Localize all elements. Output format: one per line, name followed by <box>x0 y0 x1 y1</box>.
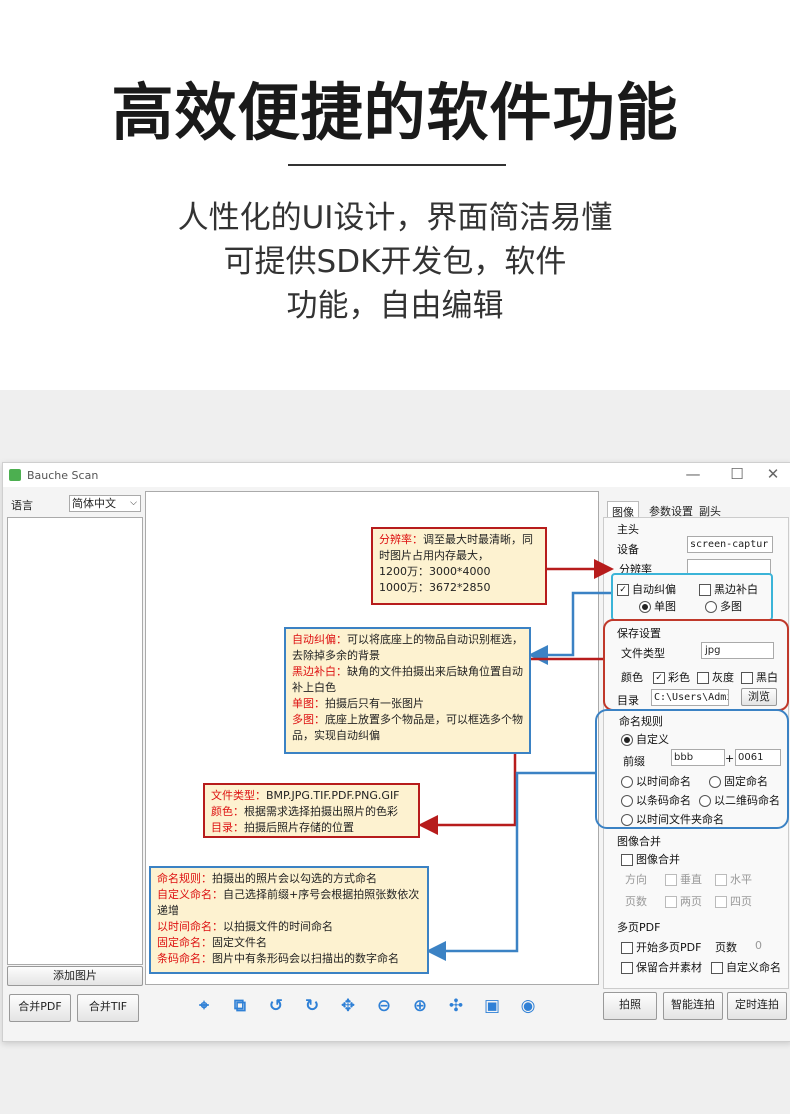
color-label: 颜色 <box>621 671 643 684</box>
thumbnail-list[interactable] <box>7 517 143 965</box>
file-type-label: 文件类型 <box>621 647 665 660</box>
custom-naming-radio[interactable]: 自定义 <box>621 731 669 747</box>
hero-line-2: 可提供SDK开发包，软件 <box>223 244 567 280</box>
dir-label: 目录 <box>617 694 639 707</box>
fit-icon[interactable]: ✥ <box>340 996 356 1016</box>
dir-input[interactable]: C:\Users\Admini <box>651 689 729 706</box>
qrcode-naming-radio[interactable]: 以二维码命名 <box>699 792 780 808</box>
multipdf-group-label: 多页PDF <box>617 921 661 934</box>
fixed-naming-radio[interactable]: 固定命名 <box>709 773 768 789</box>
timed-shoot-button[interactable]: 定时连拍 <box>727 992 787 1020</box>
two-pages-checkbox[interactable]: 两页 <box>665 893 702 909</box>
app-logo-icon <box>9 469 21 481</box>
device-label: 设备 <box>617 543 639 556</box>
title-bar: Bauche Scan — ☐ ✕ <box>3 463 790 487</box>
time-naming-radio[interactable]: 以时间命名 <box>621 773 691 789</box>
merge-checkbox[interactable]: 图像合并 <box>621 851 680 867</box>
color-option-bw[interactable]: 黑白 <box>741 669 778 685</box>
time-folder-naming-radio[interactable]: 以时间文件夹命名 <box>621 811 724 827</box>
page-count-label: 页数 <box>715 941 737 954</box>
naming-highlight <box>595 709 789 829</box>
shoot-button[interactable]: 拍照 <box>603 992 657 1020</box>
deskew-note: 自动纠偏：可以将底座上的物品自动识别框选，去除掉多余的背景 黑边补白：缺角的文件… <box>284 627 531 754</box>
merge-tif-button[interactable]: 合并TIF <box>77 994 139 1022</box>
zoom-in-icon[interactable]: ⊕ <box>412 996 428 1016</box>
file-type-value: jpg <box>705 645 721 656</box>
single-image-radio[interactable]: 单图 <box>639 598 676 614</box>
merge-pdf-button[interactable]: 合并PDF <box>9 994 71 1022</box>
crop-icon[interactable]: ⧉ <box>233 996 247 1016</box>
start-multipdf-checkbox[interactable]: 开始多页PDF <box>621 939 701 955</box>
barcode-naming-radio[interactable]: 以条码命名 <box>621 792 691 808</box>
color-option-gray[interactable]: 灰度 <box>697 669 734 685</box>
black-fill-checkbox[interactable]: 黑边补白 <box>699 581 758 597</box>
close-icon[interactable]: ✕ <box>766 465 780 483</box>
hero-title: 高效便捷的软件功能 <box>111 76 679 149</box>
prefix-label: 前缀 <box>623 755 645 768</box>
custom-naming-checkbox[interactable]: 自定义命名 <box>711 959 781 975</box>
language-value: 简体中文 <box>72 497 116 510</box>
horizontal-checkbox[interactable]: 水平 <box>715 871 752 887</box>
file-type-select[interactable]: jpg <box>701 642 774 659</box>
zoom-out-icon[interactable]: ⊖ <box>376 996 392 1016</box>
suffix-input[interactable]: 0061 <box>735 749 781 766</box>
move-icon[interactable]: ✣ <box>448 996 464 1016</box>
four-pages-checkbox[interactable]: 四页 <box>715 893 752 909</box>
vertical-checkbox[interactable]: 垂直 <box>665 871 702 887</box>
maximize-icon[interactable]: ☐ <box>730 465 744 483</box>
app-window: Bauche Scan — ☐ ✕ 语言 简体中文 ⌵ 添加图片 合并PDF 合… <box>2 462 790 1042</box>
color-option-color[interactable]: ✓彩色 <box>653 669 690 685</box>
hero-divider <box>288 164 506 166</box>
save-group-label: 保存设置 <box>617 627 661 640</box>
save-note: 文件类型：BMP.JPG.TIF.PDF.PNG.GIF 颜色：根据需求选择拍摄… <box>203 783 420 838</box>
minimize-icon[interactable]: — <box>685 465 701 483</box>
keep-merge-checkbox[interactable]: 保留合并素材 <box>621 959 702 975</box>
rotate-left-icon[interactable]: ↺ <box>268 996 284 1016</box>
language-label: 语言 <box>11 499 33 512</box>
language-select[interactable]: 简体中文 ⌵ <box>69 495 141 512</box>
device-select[interactable]: screen-captur <box>687 536 773 553</box>
toolbar: ⌖ ⧉ ↺ ↻ ✥ ⊖ ⊕ ✣ ▣ ◉ <box>145 989 597 1025</box>
naming-note: 命名规则：拍摄出的照片会以勾选的方式命名 自定义命名：自己选择前缀+序号会根据拍… <box>149 866 429 974</box>
smart-shoot-button[interactable]: 智能连拍 <box>663 992 723 1020</box>
tab-sub-camera[interactable]: 副头 <box>699 505 721 518</box>
tab-params[interactable]: 参数设置 <box>649 505 693 518</box>
main-head-group-label: 主头 <box>617 523 639 536</box>
add-image-button[interactable]: 添加图片 <box>7 966 143 986</box>
device-value: screen-captur <box>690 539 769 550</box>
multi-image-radio[interactable]: 多图 <box>705 598 742 614</box>
two-pages-icon[interactable]: ▣ <box>483 996 501 1016</box>
plus-sign: + <box>725 752 735 765</box>
resolution-label: 分辨率 <box>619 563 652 576</box>
rotate-right-icon[interactable]: ↻ <box>304 996 320 1016</box>
naming-group-label: 命名规则 <box>619 715 663 728</box>
resolution-note: 分辨率：调至最大时最清晰，同时图片占用内存最大， 1200万：3000*4000… <box>371 527 547 605</box>
chevron-down-icon: ⌵ <box>130 498 137 508</box>
direction-label: 方向 <box>625 873 647 886</box>
hero-line-3: 功能，自由编辑 <box>286 288 504 324</box>
focus-icon[interactable]: ⌖ <box>199 996 209 1016</box>
merge-group-label: 图像合并 <box>617 835 661 848</box>
hero-line-1: 人性化的UI设计，界面简洁易懂 <box>177 200 613 236</box>
auto-deskew-checkbox[interactable]: ✓自动纠偏 <box>617 581 676 597</box>
tab-image[interactable]: 图像 <box>607 501 639 522</box>
video-icon[interactable]: ◉ <box>520 996 536 1016</box>
pages-label: 页数 <box>625 895 647 908</box>
prefix-input[interactable]: bbb <box>671 749 725 766</box>
window-title: Bauche Scan <box>27 469 99 482</box>
page-count-value: 0 <box>755 939 762 952</box>
browse-button[interactable]: 浏览 <box>741 688 777 706</box>
